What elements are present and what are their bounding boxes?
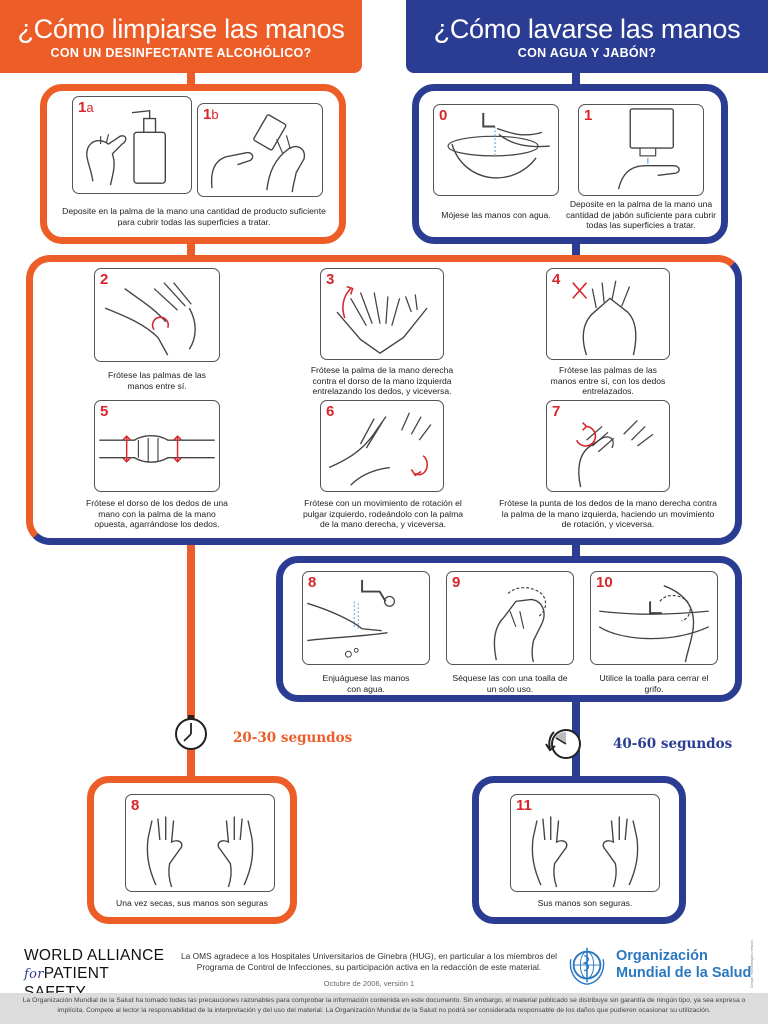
hands-dispensing-icon: [210, 114, 306, 193]
faucet-sink-icon: [447, 112, 550, 179]
fingers-interlaced-palms-icon: [572, 280, 637, 356]
version-date: Octubre de 2006, versión 1: [323, 979, 415, 988]
acknowledgement-text: La OMS agradece a los Hospitales Univers…: [180, 951, 558, 972]
step-3-illustration: 3: [320, 268, 444, 360]
step-0-illustration: 0: [433, 104, 559, 196]
alcohol-rub-subtitle: CON UN DESINFECTANTE ALCOHÓLICO?: [50, 46, 312, 60]
step-0-caption: Mójese las manos con agua.: [441, 210, 551, 220]
step-number: 4: [552, 271, 561, 288]
who-emblem-icon: [569, 947, 605, 985]
rinse-hands-faucet-icon: [307, 579, 396, 658]
step-number: 0: [439, 107, 448, 124]
connector-line: [187, 540, 195, 780]
step-9-caption: Séquese las con una toalla de un solo us…: [452, 673, 568, 694]
step-1a-illustration: 1a: [72, 96, 192, 194]
interlaced-fingers-icon: [336, 285, 428, 354]
step-5-caption: Frótese el dorso de los dedos de una man…: [86, 498, 228, 529]
connector-line: [572, 540, 580, 558]
thumb-rotation-icon: [328, 412, 432, 486]
step-number: 3: [326, 271, 335, 288]
handwash-duration: 40-60 segundos: [613, 736, 733, 752]
step-7-illustration: 7: [546, 400, 670, 492]
step-2-illustration: 2: [94, 268, 220, 362]
alcohol-rub-title: ¿Cómo limpiarse las manos: [17, 14, 345, 44]
step-number: 1a: [78, 99, 94, 116]
fingers-back-rub-icon: [99, 435, 215, 463]
step-10-illustration: 10: [590, 571, 718, 665]
step-9-illustration: 9: [446, 571, 574, 665]
step-number: 6: [326, 403, 335, 420]
handwash-header: ¿Cómo lavarse las manos CON AGUA Y JABÓN…: [406, 0, 768, 73]
step-6-caption: Frótese con un movimiento de rotación el…: [302, 498, 464, 529]
alcohol-duration: 20-30 segundos: [233, 730, 353, 746]
close-faucet-towel-icon: [598, 585, 710, 663]
step-11-caption: Sus manos son seguras.: [537, 898, 633, 908]
step-11-illustration: 11: [510, 794, 660, 892]
handwash-subtitle: CON AGUA Y JABÓN?: [517, 46, 657, 60]
alliance-line-1: WORLD ALLIANCE: [24, 947, 165, 964]
connector-line: [572, 240, 580, 260]
who-name-line-2: Mundial de la Salud: [616, 965, 752, 981]
soap-dispenser-icon: [617, 108, 680, 190]
step-4-caption: Frótese las palmas de las manos entre sí…: [550, 365, 666, 396]
step-number: 10: [596, 574, 613, 591]
step-number: 5: [100, 403, 109, 420]
step-8-rinse-caption: Enjuáguese las manos con agua.: [322, 673, 410, 694]
stopwatch-icon: [172, 713, 210, 751]
step-number: 8: [308, 574, 317, 591]
step-number: 1b: [203, 106, 219, 123]
hand-sanitizer-icon: [86, 109, 166, 186]
step-1-handwash-caption: Deposite en la palma de la mano una cant…: [565, 199, 716, 230]
who-name-line-1: Organización: [616, 948, 708, 964]
towel-dry-icon: [493, 587, 547, 663]
design-credit: Design: mondofragilis network: [750, 939, 754, 988]
stopwatch-icon: [540, 722, 582, 764]
safe-hands-icon: [531, 816, 639, 888]
step-number: 7: [552, 403, 561, 420]
alcohol-rub-header: ¿Cómo limpiarse las manos CON UN DESINFE…: [0, 0, 362, 73]
clean-hands-icon: [146, 816, 254, 888]
step-number: 8: [131, 797, 140, 814]
step-8-final-caption: Una vez secas, sus manos son seguras: [116, 898, 268, 908]
disclaimer-text: La Organización Mundial de la Salud ha t…: [0, 993, 768, 1024]
connector-line: [572, 73, 580, 85]
step-3-caption: Frótese la palma de la mano derecha cont…: [310, 365, 454, 396]
step-2-caption: Frótese las palmas de las manos entre sí…: [108, 370, 206, 391]
connector-line: [187, 73, 195, 85]
palms-rubbing-icon: [104, 282, 196, 356]
step-1-alcohol-caption: Deposite en la palma de la mano una cant…: [62, 206, 326, 227]
step-8-final-illustration: 8: [125, 794, 275, 892]
step-1-illustration: 1: [578, 104, 704, 196]
step-8-rinse-illustration: 8: [302, 571, 430, 665]
connector-line: [187, 240, 195, 260]
step-number: 11: [516, 797, 532, 814]
handwash-title: ¿Cómo lavarse las manos: [433, 14, 741, 44]
world-alliance-logo: WORLD ALLIANCE forPATIENT SAFETY: [24, 947, 174, 1002]
step-6-illustration: 6: [320, 400, 444, 492]
step-7-caption: Frótese la punta de los dedos de la mano…: [499, 498, 717, 529]
alliance-for: for: [24, 967, 44, 982]
step-1b-illustration: 1b: [197, 103, 323, 197]
step-4-illustration: 4: [546, 268, 670, 360]
step-number: 9: [452, 574, 461, 591]
step-10-caption: Utilice la toalla para cerrar el grifo.: [599, 673, 709, 694]
step-number: 1: [584, 107, 593, 124]
step-number: 2: [100, 271, 109, 288]
step-5-illustration: 5: [94, 400, 220, 492]
fingertips-rotation-icon: [575, 420, 654, 488]
